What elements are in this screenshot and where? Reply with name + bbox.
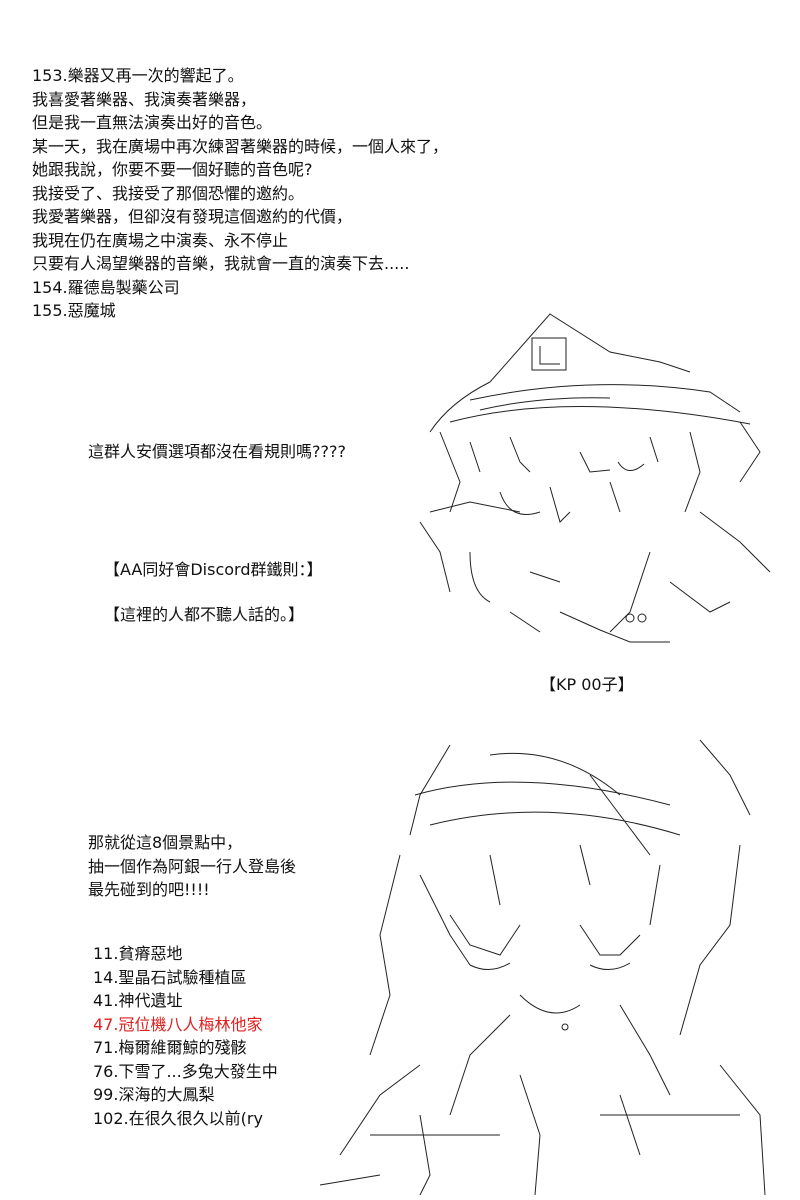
story-line: 某一天，我在廣場中再次練習著樂器的時候，一個人來了，	[32, 136, 449, 156]
choice-item: 14.聖晶石試驗種植區	[93, 967, 247, 987]
discord-rule-title: 【AA同好會Discord群鐵則：】	[104, 560, 323, 579]
choice-list: 11.貧瘠惡地 14.聖晶石試驗種植區 41.神代遺址 47.冠位機八人梅林他家…	[93, 942, 278, 1130]
character-art-2	[319, 739, 766, 1196]
choice-item: 99.深海的大鳳梨	[93, 1085, 215, 1104]
speech-text-block: 那就從這8個景點中， 抽一個作為阿銀一行人登島後 最先碰到的吧!!!!	[88, 831, 296, 902]
story-line: 我接受了、我接受了那個恐懼的邀約。	[32, 183, 305, 203]
choice-item: 71.梅爾維爾鯨的殘骸	[93, 1038, 247, 1057]
story-line: 但是我一直無法演奏出好的音色。	[32, 113, 273, 132]
story-line: 她跟我說，你要不要一個好聽的音色呢?	[32, 160, 313, 179]
choice-item: 76.下雪了...多兔大發生中	[93, 1061, 278, 1081]
character-art-1	[419, 313, 771, 643]
story-line: 我喜愛著樂器、我演奏著樂器，	[32, 89, 257, 109]
speech-line: 那就從這8個景點中，	[88, 833, 243, 852]
story-line: 153.樂器又再一次的響起了。	[32, 66, 244, 85]
list-item: 154.羅德島製藥公司	[32, 277, 180, 297]
story-text-block: 153.樂器又再一次的響起了。 我喜愛著樂器、我演奏著樂器， 但是我一直無法演奏…	[32, 64, 448, 323]
choice-item: 11.貧瘠惡地	[93, 944, 183, 963]
choice-item-highlighted: 47.冠位機八人梅林他家	[93, 1014, 263, 1034]
choice-item: 102.在很久很久以前(ry	[93, 1108, 263, 1128]
story-line: 只要有人渴望樂器的音樂，我就會一直的演奏下去.....	[32, 254, 410, 273]
list-item: 155.惡魔城	[32, 301, 116, 320]
story-line: 我愛著樂器，但卻沒有發現這個邀約的代價，	[32, 207, 353, 226]
character-label: 【KP 00子】	[540, 675, 634, 694]
choice-item: 41.神代遺址	[93, 991, 183, 1010]
speech-text: 這群人安價選項都沒在看規則嗎????	[88, 442, 346, 461]
discord-rule-text: 【這裡的人都不聽人話的。】	[104, 605, 305, 624]
speech-line: 抽一個作為阿銀一行人登島後	[88, 856, 297, 876]
story-line: 我現在仍在廣場之中演奏、永不停止	[32, 230, 289, 250]
speech-line: 最先碰到的吧!!!!	[88, 880, 210, 899]
